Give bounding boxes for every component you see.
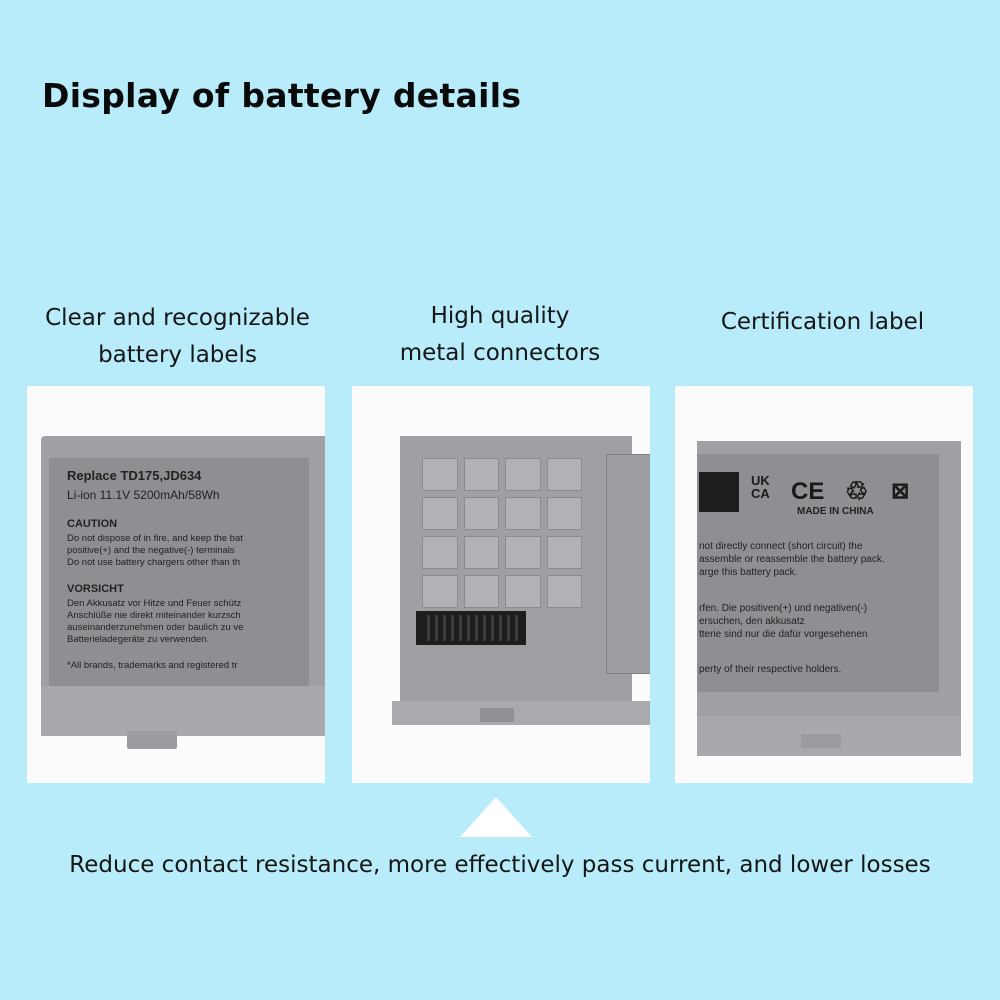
cert-body-en: not directly connect (short circuit) the…	[699, 540, 937, 579]
label-line: Do not dispose of in fire, and keep the …	[67, 533, 243, 544]
label-line: positive(+) and the negative(-) terminal…	[67, 545, 235, 556]
label-vorsicht-body: Den Akkusatz vor Hitze und Feuer schütz …	[67, 598, 307, 646]
battery-ribs	[422, 458, 582, 608]
ukca-bottom: CA	[751, 486, 770, 501]
label-caution-heading: CAUTION	[67, 518, 118, 530]
label-line: tterie sind nur die dafür vorgesehenen	[699, 629, 868, 640]
caption-metal-connectors: High quality metal connectors	[345, 298, 655, 372]
bottom-caption: Reduce contact resistance, more effectiv…	[69, 852, 931, 878]
label-spec-text: Li-ion 11.1V 5200mAh/58Wh	[67, 488, 220, 502]
label-line: Batterieladegeräte zu verwenden.	[67, 634, 210, 645]
up-arrow-icon	[460, 797, 532, 837]
battery-rail-tab	[801, 734, 841, 748]
qr-logo-icon	[699, 472, 739, 512]
made-in-text: MADE IN CHINA	[797, 506, 874, 517]
label-line: not directly connect (short circuit) the	[699, 541, 863, 552]
weee-bin-icon: ⊠	[891, 478, 910, 503]
battery-rail	[41, 686, 325, 736]
caption-line: metal connectors	[399, 340, 601, 366]
label-line: assemble or reassemble the battery pack.	[699, 554, 885, 565]
label-line: rfen. Die positiven(+) und negativen(-)	[699, 603, 868, 614]
label-line: arge this battery pack.	[699, 567, 798, 578]
battery-label-photo: Replace TD175,JD634 Li-ion 11.1V 5200mAh…	[27, 386, 325, 783]
caption-line: Certification label	[720, 309, 925, 335]
label-footer: *All brands, trademarks and registered t…	[67, 660, 238, 671]
label-line: ersuchen, den akkusatz	[699, 616, 805, 627]
label-line: Anschlüße nie direkt miteinander kurzsch	[67, 610, 241, 621]
metal-connector-photo	[352, 386, 650, 783]
battery-rail-tab	[480, 708, 514, 722]
label-line: Do not use battery chargers other than t…	[67, 557, 241, 568]
ce-mark-icon: CE	[791, 478, 825, 505]
certification-label: UK CA CE ♲ ⊠ MADE IN CHINA not directly …	[697, 454, 939, 692]
label-line: Den Akkusatz vor Hitze und Feuer schütz	[67, 598, 242, 609]
certification-label-photo: UK CA CE ♲ ⊠ MADE IN CHINA not directly …	[675, 386, 973, 783]
side-label	[606, 454, 650, 674]
recycle-icon: ♲	[845, 476, 869, 506]
battery-label: Replace TD175,JD634 Li-ion 11.1V 5200mAh…	[49, 458, 309, 686]
caption-battery-labels: Clear and recognizable battery labels	[15, 300, 340, 374]
caption-line: battery labels	[98, 342, 257, 368]
label-replace-text: Replace TD175,JD634	[67, 468, 202, 483]
caption-certification-label: Certification label	[670, 304, 975, 341]
cert-body-de: rfen. Die positiven(+) und negativen(-) …	[699, 602, 937, 641]
battery-rail-tab	[127, 731, 177, 749]
label-vorsicht-heading: VORSICHT	[67, 583, 124, 595]
caption-line: High quality	[430, 303, 570, 329]
page-title: Display of battery details	[42, 76, 522, 115]
battery-rail	[392, 701, 650, 725]
label-line: auseinanderzunehmen oder baulich zu ve	[67, 622, 244, 633]
cert-footer: perty of their respective holders.	[699, 664, 842, 675]
ukca-mark-icon: UK CA	[751, 474, 770, 500]
caption-line: Clear and recognizable	[45, 305, 310, 331]
label-caution-body: Do not dispose of in fire, and keep the …	[67, 533, 307, 569]
ukca-top: UK	[751, 473, 770, 488]
connector-pins	[422, 615, 520, 641]
